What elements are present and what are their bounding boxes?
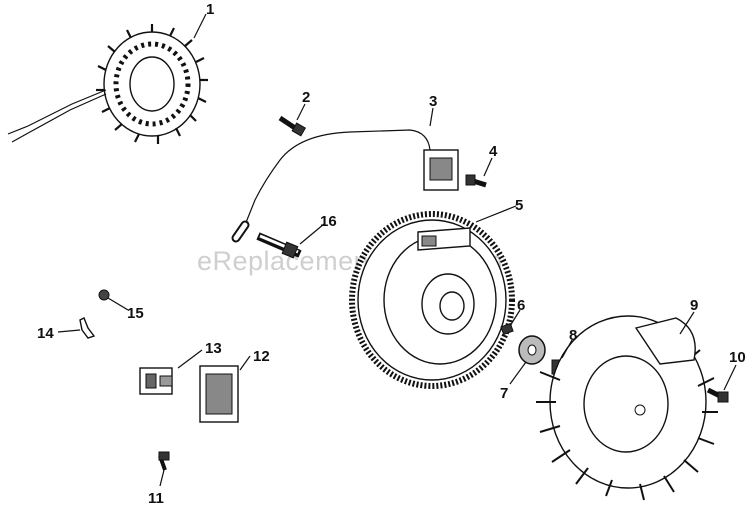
leader-lines — [57, 13, 737, 487]
callout-15: 15 — [127, 305, 144, 322]
screw-2 — [278, 115, 307, 137]
callout-5: 5 — [515, 197, 523, 214]
callout-8: 8 — [569, 327, 577, 344]
callout-13: 13 — [205, 340, 222, 357]
callout-7: 7 — [500, 385, 508, 402]
key-6 — [500, 322, 514, 336]
callout-14: 14 — [37, 325, 54, 342]
callout-3: 3 — [429, 93, 437, 110]
flywheel — [349, 211, 515, 389]
regulator-12 — [199, 365, 239, 423]
screw-10 — [706, 387, 729, 403]
connector-13 — [139, 367, 173, 395]
screw-11 — [158, 451, 170, 471]
callout-12: 12 — [253, 348, 270, 365]
clip-14 — [79, 317, 96, 339]
callout-4: 4 — [489, 143, 498, 160]
spark-plug — [256, 232, 302, 259]
callout-16: 16 — [320, 213, 337, 230]
callout-11: 11 — [148, 490, 164, 507]
callout-9: 9 — [690, 297, 698, 314]
stator — [7, 24, 208, 144]
callout-2: 2 — [302, 89, 310, 106]
ignition-module — [231, 129, 459, 243]
callout-1: 1 — [206, 1, 214, 18]
nut-15 — [98, 289, 110, 301]
callout-6: 6 — [517, 297, 525, 314]
fan — [536, 315, 718, 501]
screw-4 — [465, 174, 487, 188]
callout-10: 10 — [729, 349, 746, 366]
washer-7 — [518, 335, 546, 365]
